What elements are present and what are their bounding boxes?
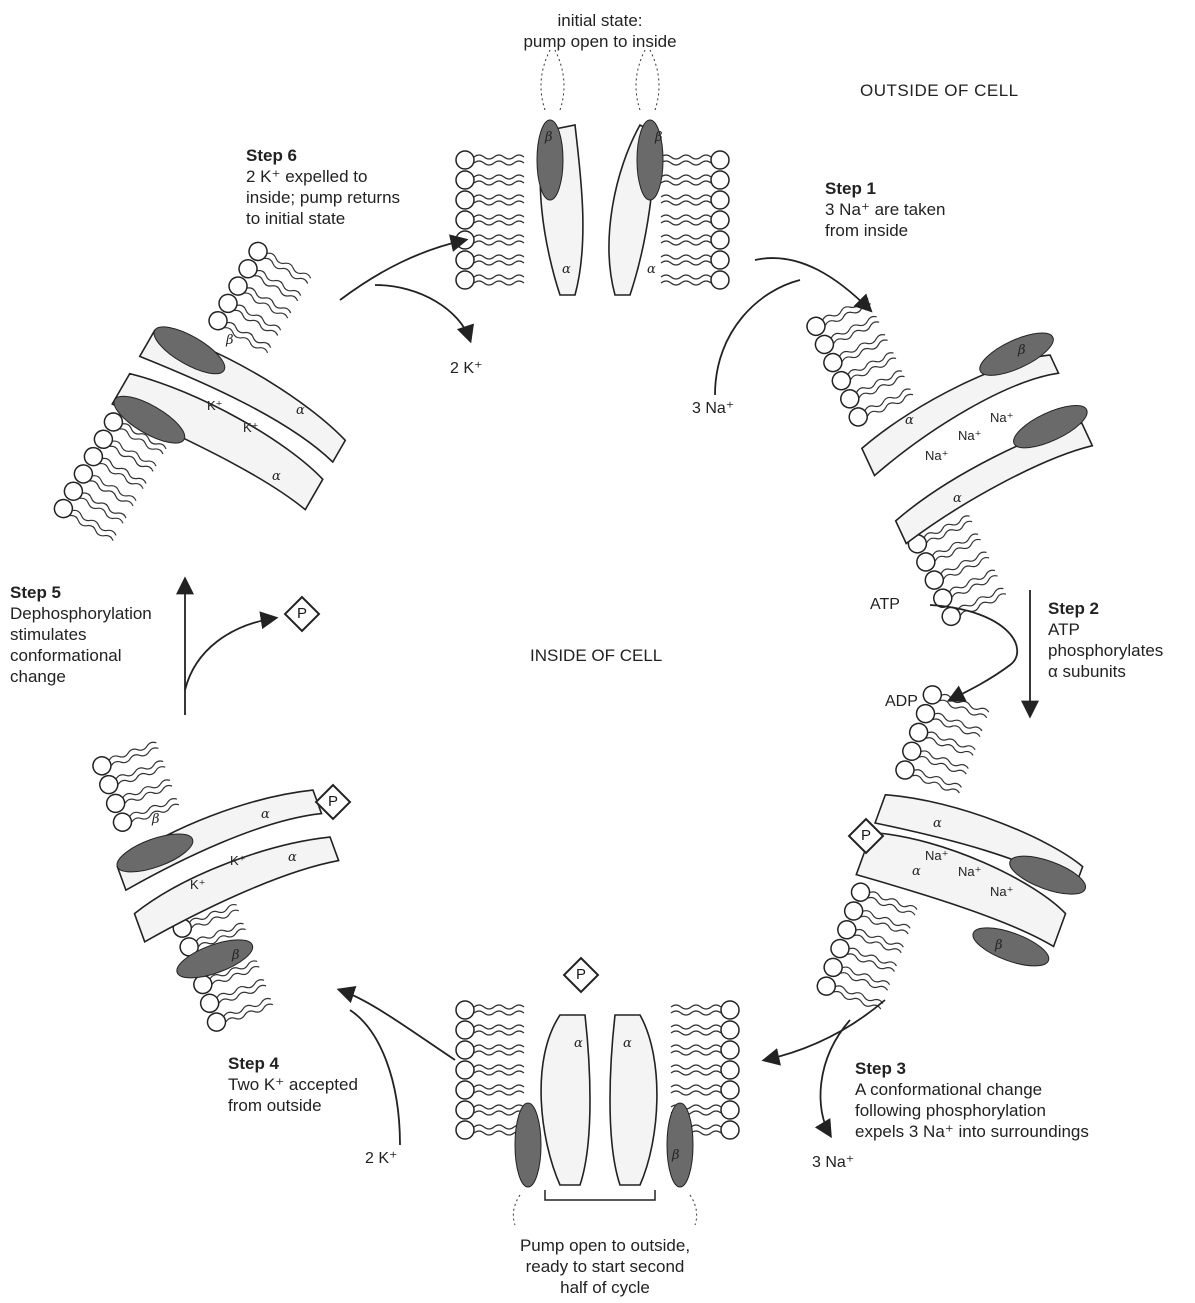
alpha-label: α xyxy=(272,469,281,484)
inside-label: INSIDE OF CELL xyxy=(530,645,662,666)
initial-state-line2: pump open to inside xyxy=(470,31,730,52)
step5-line4: change xyxy=(10,666,152,687)
outside-label: OUTSIDE OF CELL xyxy=(860,80,1019,101)
beta-label: β xyxy=(1018,343,1026,358)
beta-label: β xyxy=(655,130,663,145)
na-ion: Na⁺ xyxy=(958,864,981,880)
step6-line1: 2 K⁺ expelled to xyxy=(246,166,400,187)
alpha-label: α xyxy=(288,850,297,865)
step3-block: Step 3 A conformational change following… xyxy=(855,1058,1089,1142)
step3-line2: following phosphorylation xyxy=(855,1100,1089,1121)
arrow-na-out xyxy=(820,1020,850,1135)
step2-line3: α subunits xyxy=(1048,661,1163,682)
step6-line2: inside; pump returns xyxy=(246,187,400,208)
step4-line1: Two K⁺ accepted xyxy=(228,1074,358,1095)
beta-label: β xyxy=(232,948,240,963)
atp-label: ATP xyxy=(870,596,900,614)
step1-title: Step 1 xyxy=(825,178,946,199)
step5-line1: Dephosphorylation xyxy=(10,603,152,624)
phosphate-label: P xyxy=(855,825,877,847)
alpha-label: α xyxy=(623,1036,632,1051)
step4-block: Step 4 Two K⁺ accepted from outside xyxy=(228,1053,358,1116)
phosphate-label: P xyxy=(291,603,313,625)
step6-line3: to initial state xyxy=(246,208,400,229)
adp-label: ADP xyxy=(885,693,918,711)
step6-block: Step 6 2 K⁺ expelled to inside; pump ret… xyxy=(246,145,400,229)
step6-title: Step 6 xyxy=(246,145,400,166)
na3-out-label: 3 Na⁺ xyxy=(812,1152,854,1172)
step2-title: Step 2 xyxy=(1048,598,1163,619)
na3-in-label: 3 Na⁺ xyxy=(692,398,734,418)
arrow-step1 xyxy=(755,258,870,310)
initial-state-label: initial state: pump open to inside xyxy=(470,10,730,52)
na-ion: Na⁺ xyxy=(958,428,981,444)
step5-line3: conformational xyxy=(10,645,152,666)
na-ion: Na⁺ xyxy=(925,448,948,464)
alpha-label: α xyxy=(905,413,914,428)
k-ion: K⁺ xyxy=(243,420,259,436)
arrow-step6 xyxy=(340,240,465,300)
step5-block: Step 5 Dephosphorylation stimulates conf… xyxy=(10,582,152,687)
alpha-label: α xyxy=(562,262,571,277)
step3-line1: A conformational change xyxy=(855,1079,1089,1100)
alpha-label: α xyxy=(574,1036,583,1051)
k-ion: K⁺ xyxy=(207,398,223,414)
step1-line2: from inside xyxy=(825,220,946,241)
arrow-p-off xyxy=(185,618,275,690)
step5-title: Step 5 xyxy=(10,582,152,603)
alpha-label: α xyxy=(261,807,270,822)
open-outside-line3: half of cycle xyxy=(480,1277,730,1298)
step3-title: Step 3 xyxy=(855,1058,1089,1079)
alpha-label: α xyxy=(933,816,942,831)
arrow-k-out xyxy=(375,285,470,340)
step1-block: Step 1 3 Na⁺ are taken from inside xyxy=(825,178,946,241)
k-ion: K⁺ xyxy=(190,877,206,893)
k2-in-label: 2 K⁺ xyxy=(365,1148,397,1168)
na-ion: Na⁺ xyxy=(925,848,948,864)
initial-state-line1: initial state: xyxy=(470,10,730,31)
alpha-label: α xyxy=(953,491,962,506)
alpha-label: α xyxy=(296,403,305,418)
membrane-top xyxy=(456,50,729,295)
step2-block: Step 2 ATP phosphorylates α subunits xyxy=(1048,598,1163,682)
beta-label: β xyxy=(672,1148,680,1163)
open-outside-caption: Pump open to outside, ready to start sec… xyxy=(480,1235,730,1298)
step4-line2: from outside xyxy=(228,1095,358,1116)
step4-title: Step 4 xyxy=(228,1053,358,1074)
membrane-left-upper xyxy=(50,219,410,622)
na-ion: Na⁺ xyxy=(990,884,1013,900)
phosphate-label: P xyxy=(322,791,344,813)
phosphate-label: P xyxy=(570,964,592,986)
arrow-step3 xyxy=(765,1000,885,1060)
k-ion: K⁺ xyxy=(230,853,246,869)
beta-label: β xyxy=(995,938,1003,953)
step1-line1: 3 Na⁺ are taken xyxy=(825,199,946,220)
beta-label: β xyxy=(152,812,160,827)
step2-line2: phosphorylates xyxy=(1048,640,1163,661)
k2-out-label: 2 K⁺ xyxy=(450,358,482,378)
arrow-na-in xyxy=(715,280,800,395)
step3-line3: expels 3 Na⁺ into surroundings xyxy=(855,1121,1089,1142)
step2-line1: ATP xyxy=(1048,619,1163,640)
alpha-label: α xyxy=(647,262,656,277)
beta-label: β xyxy=(226,333,234,348)
arrow-step4 xyxy=(340,990,455,1060)
open-outside-line2: ready to start second xyxy=(480,1256,730,1277)
step5-line2: stimulates xyxy=(10,624,152,645)
na-ion: Na⁺ xyxy=(990,410,1013,426)
alpha-label: α xyxy=(912,864,921,879)
membrane-bottom xyxy=(456,1001,739,1225)
open-outside-line1: Pump open to outside, xyxy=(480,1235,730,1256)
beta-label: β xyxy=(545,130,553,145)
